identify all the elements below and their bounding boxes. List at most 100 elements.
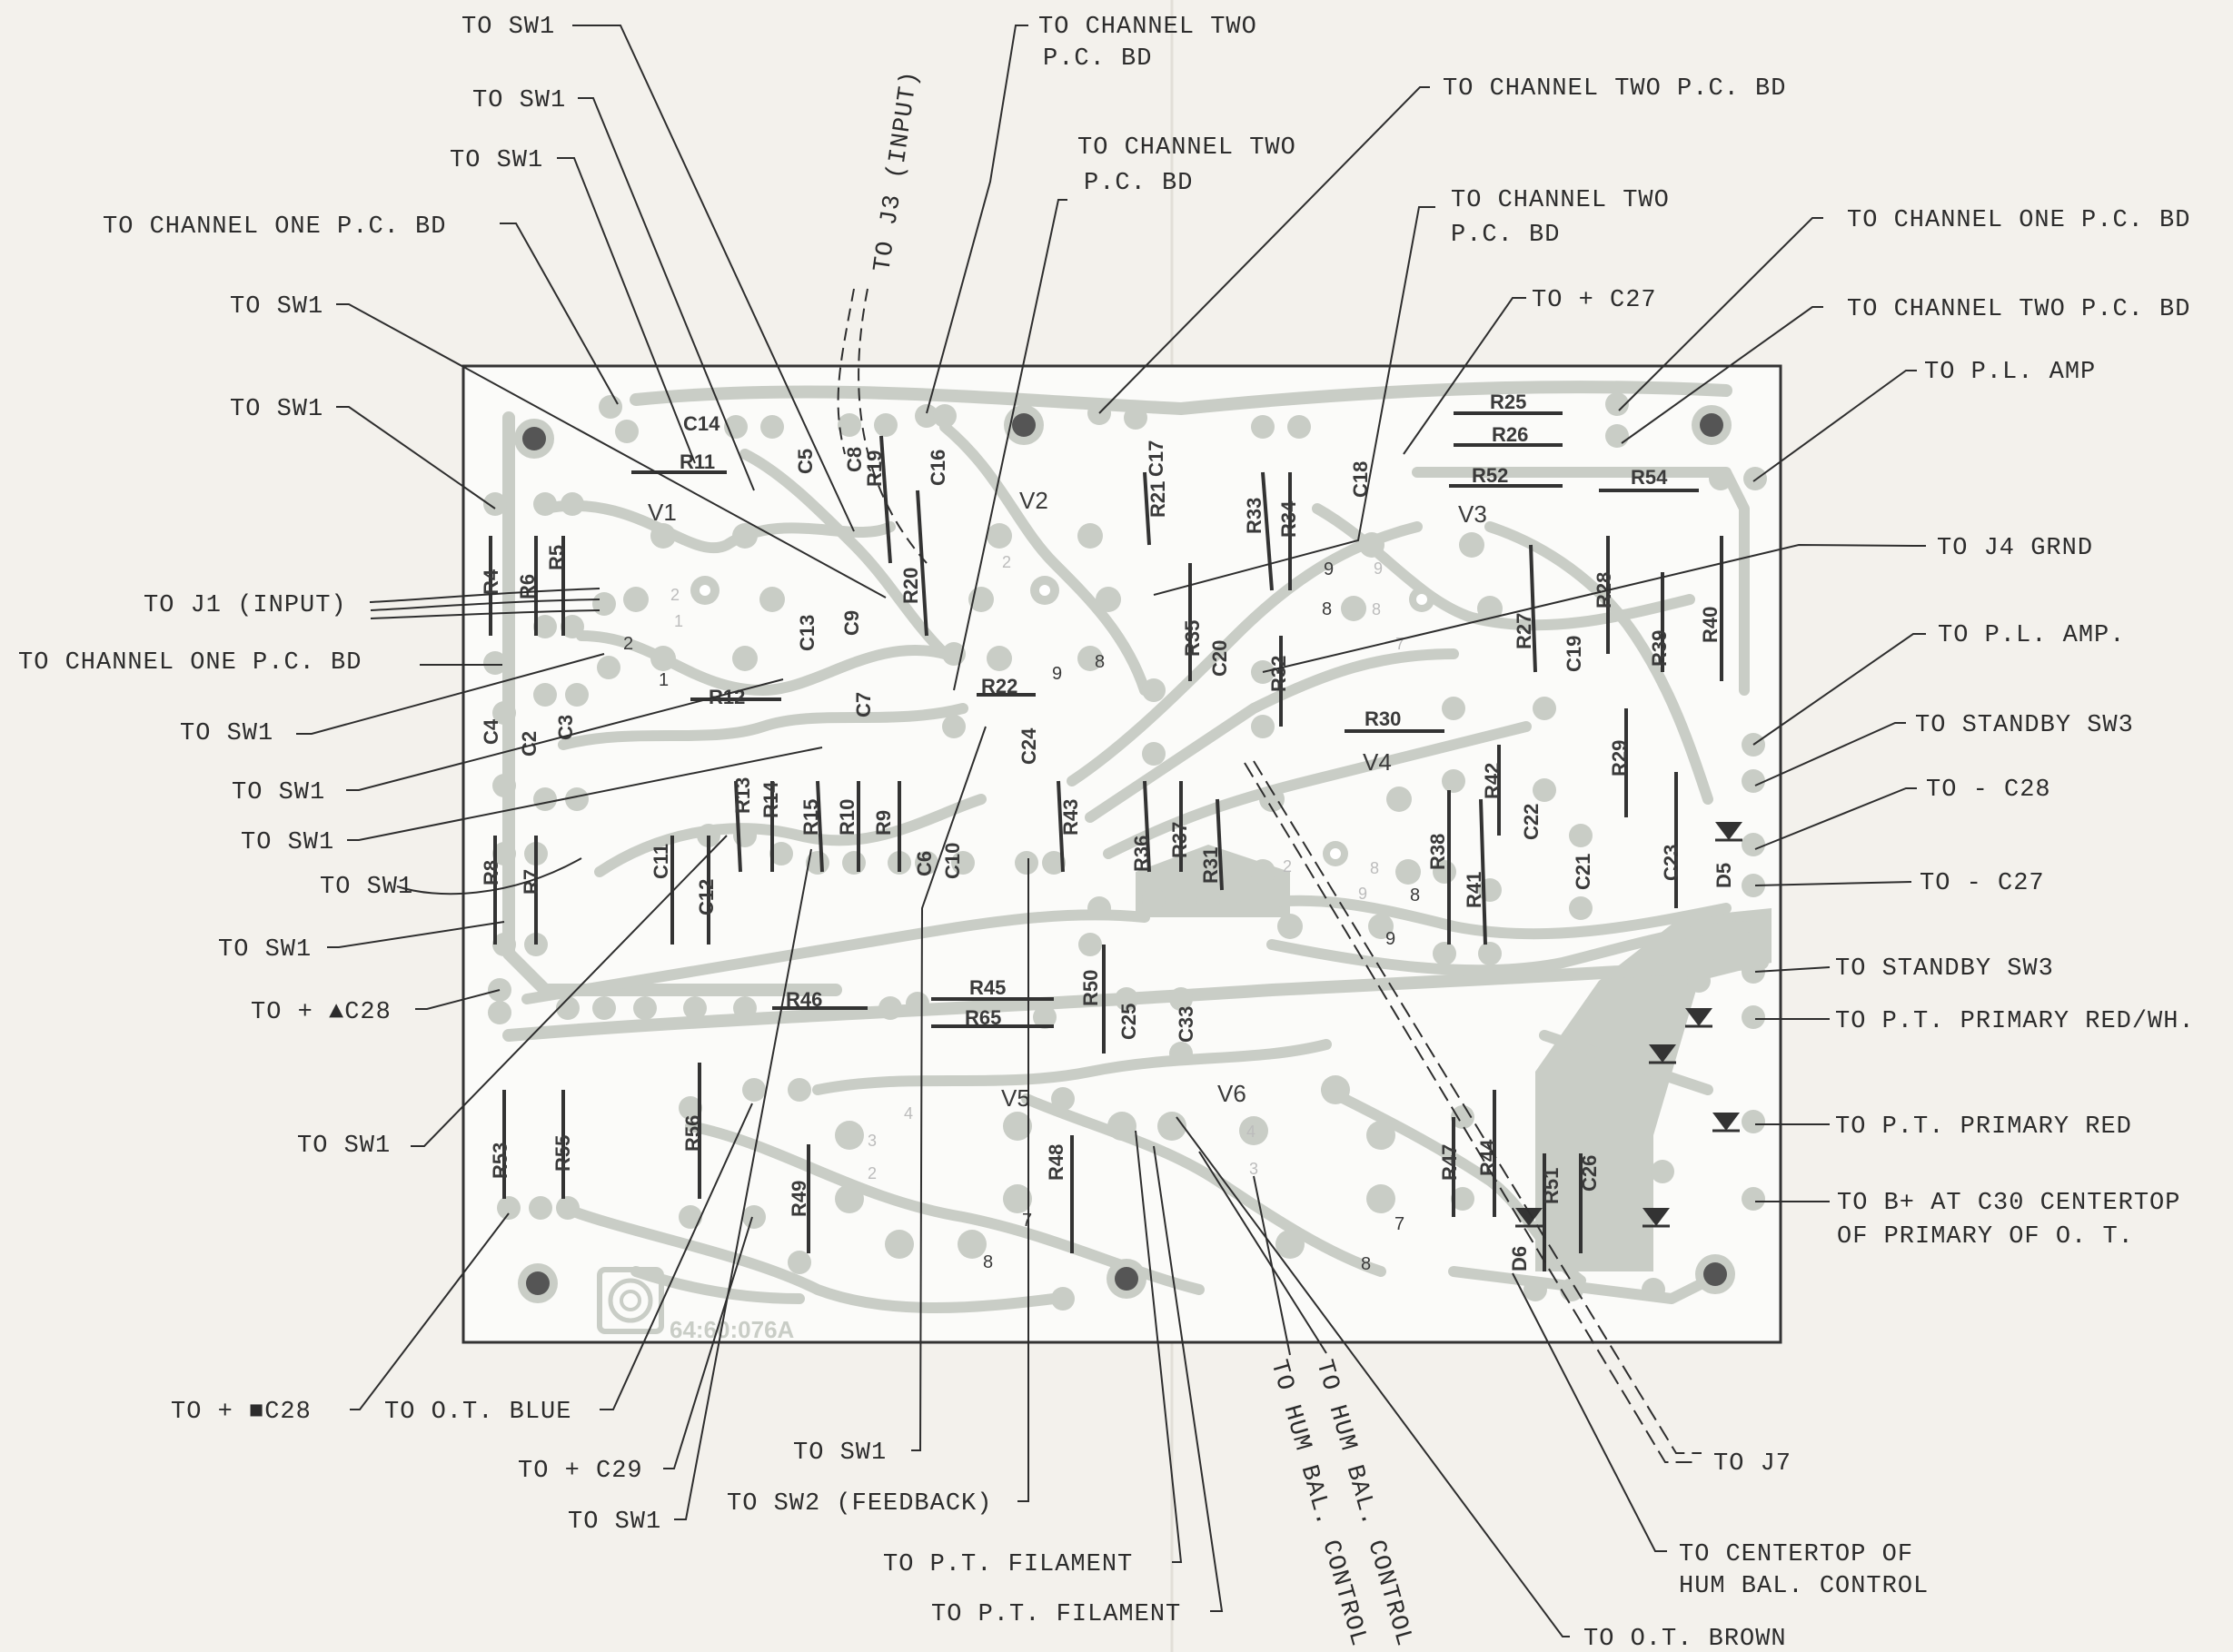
- callout-to-sw1: TO SW1: [793, 1439, 887, 1467]
- component-label-c24: C24: [1017, 727, 1040, 765]
- callout-to-sw1: TO SW1: [320, 874, 413, 901]
- callout-to-bplus-c30-2: OF PRIMARY OF O. T.: [1837, 1223, 2134, 1251]
- callout-to-j4-grnd: TO J4 GRND: [1937, 535, 2093, 562]
- component-label-r25: R25: [1490, 391, 1526, 413]
- callout-to-sw1: TO SW1: [218, 936, 312, 964]
- component-label-r26: R26: [1492, 423, 1528, 446]
- component-label-r54: R54: [1631, 466, 1668, 489]
- board-logo: 64:60:076A: [597, 1267, 795, 1343]
- component-label-r5: R5: [545, 545, 568, 570]
- board-part-number: 64:60:076A: [670, 1316, 795, 1343]
- callout-to-sw1: TO SW1: [568, 1509, 661, 1536]
- component-label-r53: R53: [489, 1143, 511, 1179]
- svg-text:2: 2: [1002, 553, 1011, 571]
- tube-v4: V4: [1363, 748, 1392, 776]
- callout-to-ot-blue: TO O.T. BLUE: [384, 1399, 571, 1426]
- callout-to-bplus-c30: TO B+ AT C30 CENTERTOP: [1837, 1190, 2180, 1217]
- socket-v3: [1341, 532, 1503, 621]
- component-label-r48: R48: [1045, 1144, 1067, 1181]
- component-label-r52: R52: [1472, 464, 1508, 487]
- callout-to-channel-two: TO CHANNEL TWO P.C. BD: [1443, 75, 1786, 103]
- mounting-holes: [514, 405, 1735, 1303]
- component-label-r38: R38: [1426, 834, 1449, 870]
- socket-v1: [623, 523, 785, 671]
- copper-ground-area: [1535, 908, 1772, 1271]
- component-label-r65: R65: [965, 1006, 1001, 1029]
- svg-text:7: 7: [1394, 1214, 1404, 1234]
- callout-to-pl-amp: TO P.L. AMP.: [1938, 622, 2125, 649]
- callout-to-sw1: TO SW1: [232, 779, 325, 806]
- component-label-c12: C12: [695, 879, 718, 915]
- callout-to-channel-one: TO CHANNEL ONE P.C. BD: [1847, 207, 2190, 234]
- circuit-board: 64:60:076A V1 V2 V3 V4 V5 V6 2 1 9 8 9 8 9 8…: [461, 364, 1782, 1344]
- component-label-r47: R47: [1438, 1144, 1461, 1181]
- component-label-r43: R43: [1059, 799, 1082, 836]
- pin-numbers: 21 98 98 98 7 89 89 2 87 34 2 87 43 21 2: [623, 553, 1420, 1274]
- callout-to-sw1: TO SW1: [230, 293, 323, 321]
- callout-to-standby-sw3: TO STANDBY SW3: [1915, 712, 2134, 739]
- svg-text:9: 9: [1374, 559, 1383, 578]
- callout-to-centertop-hum-2: HUM BAL. CONTROL: [1679, 1573, 1929, 1600]
- component-label-r46: R46: [786, 988, 822, 1011]
- component-label-c22: C22: [1520, 804, 1543, 840]
- callout-to-sw2-feedback: TO SW2 (FEEDBACK): [727, 1490, 992, 1518]
- svg-text:9: 9: [1385, 929, 1395, 949]
- component-label-r42: R42: [1481, 763, 1504, 799]
- callout-to-pt-filament: TO P.T. FILAMENT: [931, 1601, 1181, 1628]
- callout-to-channel-two: TO CHANNEL TWO P.C. BD: [1847, 296, 2190, 323]
- component-label-r29: R29: [1608, 740, 1631, 777]
- component-label-c20: C20: [1208, 640, 1231, 677]
- tube-labels: V1 V2 V3 V4 V5 V6: [648, 487, 1487, 1112]
- component-label-d6: D6: [1508, 1246, 1531, 1271]
- callout-to-j3-input: TO J3 (INPUT): [869, 69, 925, 274]
- component-label-r40: R40: [1699, 607, 1722, 643]
- component-label-r8: R8: [480, 860, 502, 885]
- component-label-c33: C33: [1175, 1006, 1197, 1043]
- callout-to-sw1: TO SW1: [297, 1133, 391, 1160]
- component-label-r36: R36: [1130, 836, 1153, 872]
- component-label-r30: R30: [1365, 707, 1401, 730]
- copper-area-mid: [1136, 845, 1290, 917]
- callout-to-centertop-hum: TO CENTERTOP OF: [1679, 1541, 1913, 1568]
- callout-to-c28-square: TO + ■C28: [171, 1399, 312, 1426]
- svg-text:8: 8: [1410, 885, 1420, 905]
- component-label-r7: R7: [520, 869, 542, 895]
- component-label-c4: C4: [480, 718, 502, 745]
- callout-to-channel-two: TO CHANNEL TWO: [1077, 134, 1296, 162]
- solder-pads: [483, 392, 1767, 1311]
- callout-to-c29: TO + C29: [518, 1458, 643, 1485]
- svg-text:8: 8: [1370, 859, 1379, 877]
- svg-text:8: 8: [983, 1252, 993, 1272]
- callout-to-j1-input: TO J1 (INPUT): [144, 592, 347, 619]
- svg-text:3: 3: [1249, 1160, 1258, 1178]
- callout-to-pt-primary-red: TO P.T. PRIMARY RED: [1835, 1113, 2132, 1141]
- component-label-c10: C10: [941, 843, 964, 879]
- component-label-r41: R41: [1463, 872, 1485, 908]
- component-label-r14: R14: [759, 781, 782, 818]
- component-label-c17: C17: [1145, 440, 1167, 477]
- component-label-c9: C9: [840, 610, 863, 636]
- component-label-r31: R31: [1199, 847, 1222, 884]
- callout-to-sw1: TO SW1: [472, 87, 566, 114]
- tube-v1: V1: [648, 499, 677, 526]
- svg-text:9: 9: [1324, 559, 1334, 579]
- callout-to-c27-minus: TO - C27: [1920, 870, 2045, 897]
- component-label-r15: R15: [799, 799, 822, 836]
- svg-text:1: 1: [659, 670, 669, 690]
- socket-v4: [1250, 786, 1421, 939]
- callout-to-pt-primary-red-wh: TO P.T. PRIMARY RED/WH.: [1835, 1008, 2195, 1035]
- component-label-r22: R22: [981, 675, 1017, 697]
- component-label-r51: R51: [1540, 1168, 1563, 1204]
- svg-text:2: 2: [868, 1164, 877, 1182]
- callout-to-channel-two-2: P.C. BD: [1451, 222, 1560, 249]
- component-label-c18: C18: [1349, 461, 1372, 498]
- callout-to-channel-two: TO CHANNEL TWO: [1038, 14, 1257, 41]
- svg-text:8: 8: [1322, 599, 1332, 619]
- svg-text:8: 8: [1095, 652, 1105, 672]
- component-label-r13: R13: [731, 777, 754, 814]
- callout-to-channel-two-2: P.C. BD: [1043, 45, 1152, 73]
- socket-v5: [835, 1112, 1032, 1259]
- component-label-r39: R39: [1648, 630, 1671, 667]
- copper-traces: [502, 381, 1769, 1313]
- callout-to-sw1: TO SW1: [230, 396, 323, 423]
